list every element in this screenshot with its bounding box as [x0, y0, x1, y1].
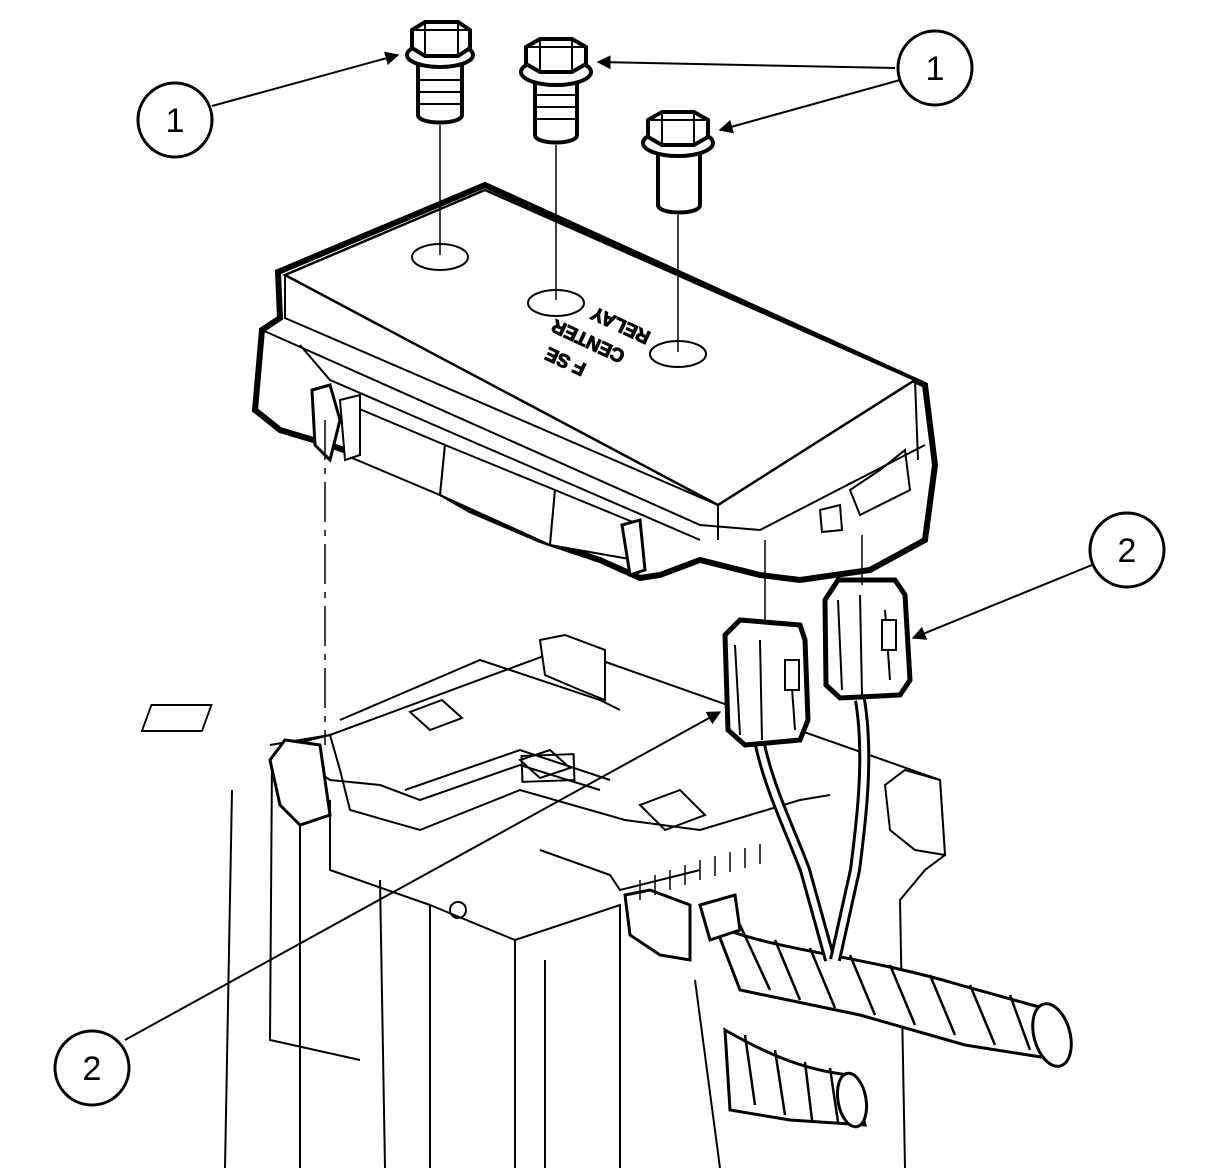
leader-lines [124, 51, 1093, 1041]
relay-center-base [140, 633, 947, 1169]
bolt-1 [405, 20, 475, 125]
leader-1b-top [596, 55, 896, 70]
bolt-2 [519, 37, 593, 145]
callout-2-left-number: 2 [83, 1050, 102, 1088]
relay-center-cover: F SE CENTER RELAY [251, 181, 939, 584]
callout-1-left: 1 [136, 81, 214, 159]
callout-2-right-number: 2 [1118, 532, 1137, 570]
callout-2-right: 2 [1088, 511, 1166, 589]
callout-1-left-number: 1 [166, 102, 185, 140]
leader-2a [911, 564, 1093, 640]
bolt-3 [641, 110, 715, 215]
callout-1-right-number: 1 [926, 50, 945, 88]
leader-1a [211, 51, 400, 107]
leader-2b [124, 711, 722, 1041]
callout-2-left: 2 [53, 1029, 131, 1107]
harness-connector-left [722, 617, 811, 748]
leader-1b-bottom [718, 79, 901, 134]
harness-connector-right [822, 577, 913, 701]
alignment-lines [324, 125, 863, 745]
callout-1-right: 1 [896, 29, 974, 107]
wiring-harness [698, 699, 1073, 1129]
